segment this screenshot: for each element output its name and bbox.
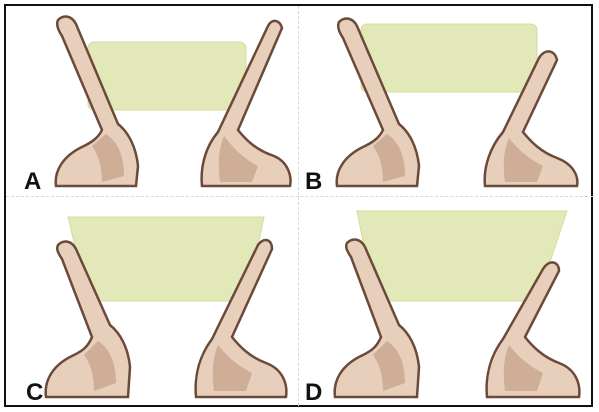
panel-a-illustration [6,6,298,196]
panel-a: A [6,6,298,196]
graft-block [88,42,246,110]
panel-label: D [305,381,322,405]
panel-c-illustration [6,197,298,405]
panel-b-illustration [299,6,591,196]
panel-d: D [299,197,591,405]
panel-d-illustration [299,197,591,405]
panel-b: B [299,6,591,196]
panel-c: C [6,197,298,405]
panel-label: C [26,381,43,405]
panel-label: B [305,170,322,194]
graft-block [68,217,264,301]
panel-label: A [24,170,41,194]
graft-block [361,24,537,92]
